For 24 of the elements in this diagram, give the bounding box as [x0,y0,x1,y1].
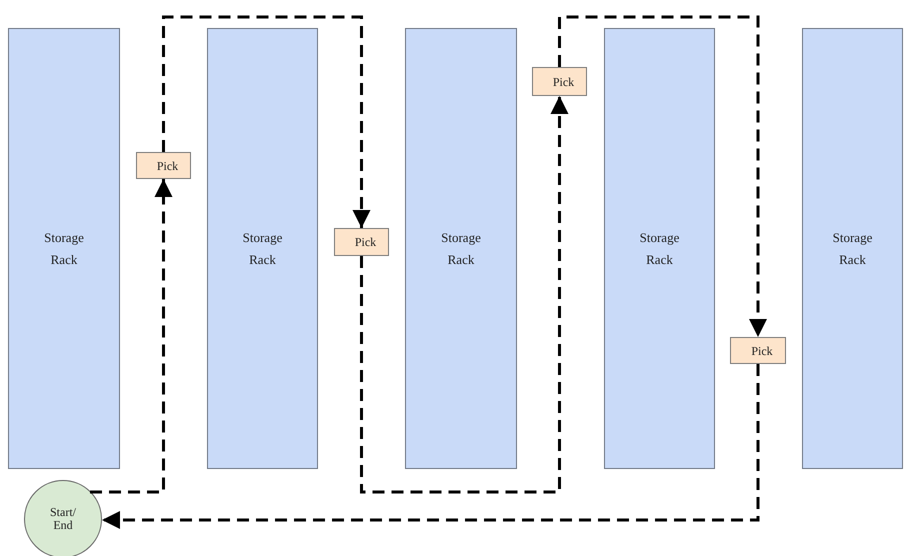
node-label: Storage Rack [638,228,680,268]
storage-rack [8,28,120,469]
node-label: Pick [750,342,773,360]
pick-box [334,228,389,256]
storage-rack [604,28,715,469]
pick-box [532,67,587,96]
node-label: Storage Rack [43,228,85,268]
dashed-arrow [90,179,172,494]
dashed-arrow [162,16,370,228]
node-label: Start/ End [49,506,77,532]
node-label: Storage Rack [242,228,284,268]
node-label: Pick [552,74,574,90]
storage-rack [405,28,517,469]
node-label: Pick [156,158,178,174]
dashed-arrow [558,16,767,337]
storage-rack [802,28,903,469]
node-label: Pick [354,234,376,251]
pick-box [730,337,786,364]
dashed-arrow [102,364,760,529]
node-label: Storage Rack [832,228,874,268]
node-label: Storage Rack [440,228,482,268]
dashed-arrow [360,96,568,494]
storage-rack [207,28,318,469]
pick-box [136,152,191,179]
